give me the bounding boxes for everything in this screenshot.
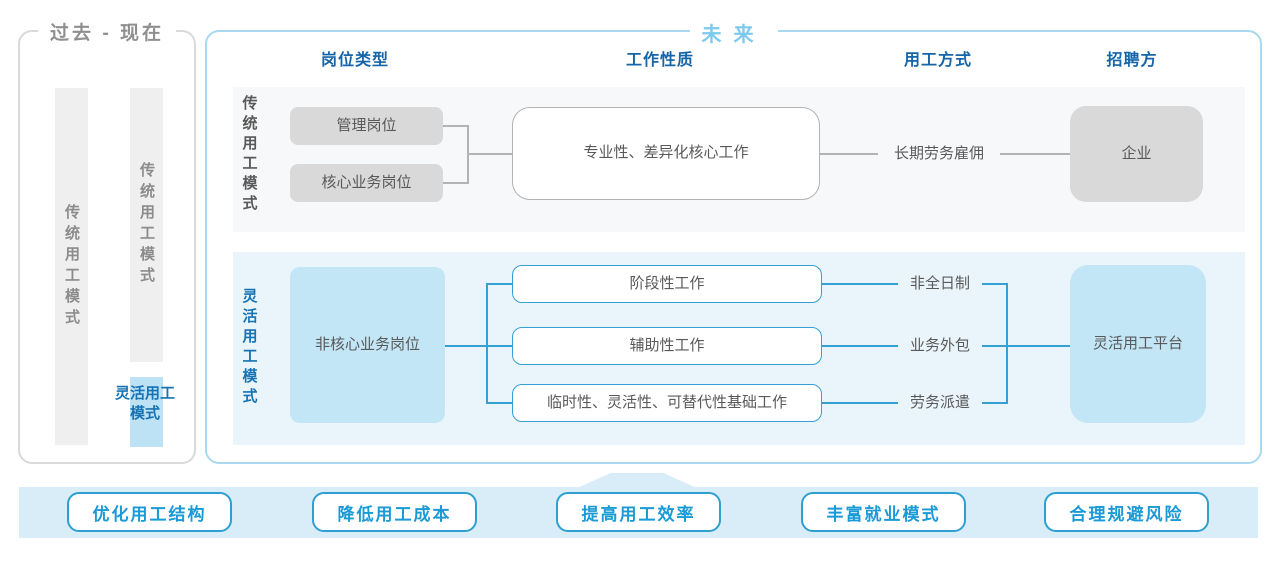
benefit-pill-enrich-employment-modes: 丰富就业模式 — [801, 492, 966, 532]
present-bar-traditional-label: 传统用工模式 — [138, 162, 155, 288]
node-flexible-employment-platform: 灵活用工平台 — [1070, 265, 1206, 423]
column-header-work-nature: 工作性质 — [625, 52, 694, 69]
connector-line — [445, 345, 487, 347]
node-phased-work: 阶段性工作 — [512, 265, 822, 303]
future-title: 未来 — [689, 18, 778, 47]
footer-arrow-notch — [577, 473, 697, 488]
connector-line — [982, 402, 1007, 404]
benefit-pill-optimize-structure: 优化用工结构 — [67, 492, 232, 532]
node-management-position: 管理岗位 — [290, 107, 443, 145]
present-bar-flexible-highlight — [130, 377, 163, 447]
connector-line — [486, 283, 488, 404]
node-temporary-flexible-replaceable-work: 临时性、灵活性、可替代性基础工作 — [512, 384, 822, 422]
past-bar-traditional: 传统用工模式 — [55, 88, 88, 445]
connector-line — [443, 125, 469, 127]
past-present-panel: 过去 - 现在 — [18, 18, 196, 464]
node-professional-differentiated-core-work: 专业性、差异化核心工作 — [512, 107, 820, 200]
node-enterprise: 企业 — [1070, 106, 1203, 202]
connector-line — [467, 153, 512, 155]
connector-line — [820, 153, 878, 155]
benefit-pill-reduce-cost: 降低用工成本 — [312, 492, 477, 532]
connector-line — [822, 283, 898, 285]
connector-line — [487, 402, 512, 404]
node-non-core-business-position: 非核心业务岗位 — [290, 267, 445, 423]
benefit-pill-improve-efficiency: 提高用工效率 — [556, 492, 721, 532]
connector-line — [487, 283, 512, 285]
node-auxiliary-work: 辅助性工作 — [512, 327, 822, 365]
column-header-position-type: 岗位类型 — [320, 52, 389, 69]
traditional-row-label: 传统用工模式 — [240, 95, 258, 215]
node-core-business-position: 核心业务岗位 — [290, 164, 443, 202]
label-labor-dispatch: 劳务派遣 — [909, 394, 970, 411]
past-present-title: 过去 - 现在 — [38, 18, 176, 45]
present-bar-traditional: 传统用工模式 — [130, 88, 163, 362]
connector-line — [1006, 345, 1070, 347]
column-header-recruiter: 招聘方 — [1106, 52, 1158, 69]
traditional-row-label-wrap: 传统用工模式 — [238, 95, 260, 225]
label-long-term-employment: 长期劳务雇佣 — [893, 145, 984, 162]
label-part-time: 非全日制 — [909, 275, 970, 292]
connector-line — [487, 345, 512, 347]
flexible-row-label-wrap: 灵活用工模式 — [238, 288, 260, 408]
connector-line — [982, 345, 1007, 347]
connector-line — [443, 182, 469, 184]
benefit-pill-avoid-risk: 合理规避风险 — [1044, 492, 1209, 532]
connector-line — [1006, 283, 1008, 404]
connector-line — [982, 283, 1007, 285]
connector-line — [467, 125, 469, 184]
flexible-row-label: 灵活用工模式 — [240, 288, 258, 408]
past-bar-traditional-label: 传统用工模式 — [63, 203, 80, 330]
connector-line — [822, 345, 898, 347]
label-business-outsourcing: 业务外包 — [909, 337, 970, 354]
present-bar-flexible-label: 灵活用工模式 — [114, 385, 175, 422]
column-header-employment-method: 用工方式 — [903, 52, 972, 69]
connector-line — [1000, 153, 1070, 155]
connector-line — [822, 402, 898, 404]
